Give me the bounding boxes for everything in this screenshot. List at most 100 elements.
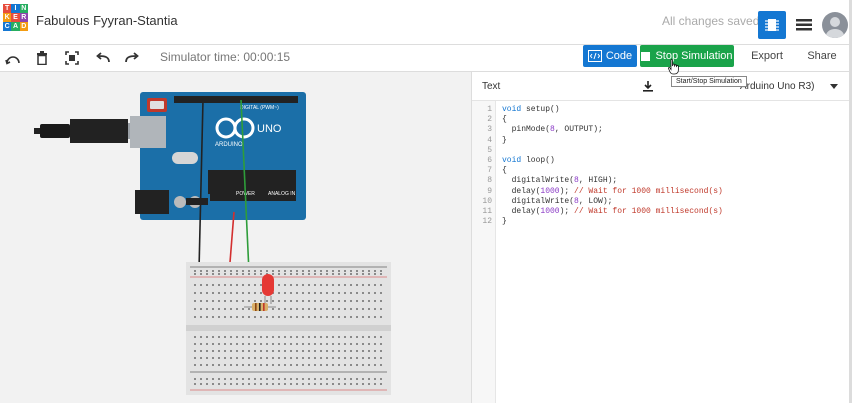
breadboard-hole: [194, 343, 196, 345]
breadboard-hole: [248, 292, 250, 294]
breadboard-hole: [200, 357, 202, 359]
breadboard-hole: [200, 284, 202, 286]
breadboard-hole: [320, 383, 322, 385]
breadboard-hole: [338, 316, 340, 318]
code-button[interactable]: Code: [583, 45, 637, 67]
breadboard-hole: [254, 273, 256, 275]
breadboard-hole: [200, 378, 202, 380]
component-list-button[interactable]: [790, 11, 818, 39]
green-wire[interactable]: [240, 99, 251, 295]
circuit-view-button[interactable]: [758, 11, 786, 39]
code-mode-label[interactable]: Text: [482, 81, 501, 92]
breadboard-hole: [302, 343, 304, 345]
usb-cable[interactable]: [34, 119, 142, 143]
arduino-board[interactable]: DIGITAL (PWM~) UNO ARDUINO POWER ANALOG …: [130, 92, 306, 220]
breadboard-hole: [260, 316, 262, 318]
breadboard-hole: [296, 357, 298, 359]
breadboard-hole: [368, 316, 370, 318]
fit-view-icon[interactable]: [62, 48, 82, 68]
red-led[interactable]: [262, 274, 274, 304]
code-line[interactable]: {: [502, 115, 507, 125]
breadboard-hole: [344, 308, 346, 310]
code-line[interactable]: void setup(): [502, 105, 560, 114]
breadboard-hole: [344, 336, 346, 338]
breadboard-hole: [296, 270, 298, 272]
breadboard-hole: [272, 316, 274, 318]
breadboard-hole: [230, 308, 232, 310]
breadboard-hole: [236, 343, 238, 345]
breadboard-hole: [320, 336, 322, 338]
breadboard-hole: [350, 357, 352, 359]
breadboard-hole: [242, 383, 244, 385]
breadboard-hole: [374, 378, 376, 380]
breadboard-hole: [350, 308, 352, 310]
breadboard-hole: [380, 383, 382, 385]
breadboard-hole: [350, 364, 352, 366]
breadboard-hole: [212, 292, 214, 294]
breadboard-hole: [218, 273, 220, 275]
breadboard-hole: [326, 316, 328, 318]
user-avatar[interactable]: [822, 12, 848, 38]
breadboard[interactable]: [186, 262, 391, 395]
page-scrollbar[interactable]: [849, 0, 852, 403]
black-wire[interactable]: [198, 99, 204, 271]
breadboard-hole: [224, 378, 226, 380]
breadboard-hole: [290, 357, 292, 359]
breadboard-hole: [248, 284, 250, 286]
breadboard-hole: [206, 343, 208, 345]
breadboard-hole: [278, 292, 280, 294]
code-line[interactable]: {: [502, 166, 507, 176]
breadboard-hole: [224, 308, 226, 310]
undo-icon[interactable]: [93, 48, 113, 68]
breadboard-hole: [356, 292, 358, 294]
breadboard-hole: [278, 284, 280, 286]
breadboard-hole: [302, 300, 304, 302]
code-line[interactable]: void loop(): [502, 156, 555, 165]
circuit-canvas[interactable]: DIGITAL (PWM~) UNO ARDUINO POWER ANALOG …: [0, 72, 471, 403]
breadboard-hole: [338, 284, 340, 286]
breadboard-hole: [302, 378, 304, 380]
code-line[interactable]: delay(1000); // Wait for 1000 millisecon…: [502, 186, 723, 196]
breadboard-hole: [224, 383, 226, 385]
breadboard-hole: [206, 284, 208, 286]
code-line[interactable]: }: [502, 217, 507, 227]
export-button[interactable]: Export: [751, 50, 783, 62]
breadboard-hole: [206, 308, 208, 310]
share-button[interactable]: Share: [807, 50, 837, 62]
board-select[interactable]: Arduino Uno R3): [734, 75, 844, 97]
breadboard-hole: [194, 357, 196, 359]
breadboard-hole: [368, 364, 370, 366]
code-line[interactable]: digitalWrite(8, HIGH);: [502, 176, 618, 186]
code-line[interactable]: pinMode(8, OUTPUT);: [502, 125, 603, 135]
logo-letter: R: [19, 13, 28, 22]
breadboard-hole: [278, 364, 280, 366]
breadboard-hole: [332, 378, 334, 380]
breadboard-hole: [332, 383, 334, 385]
breadboard-hole: [248, 357, 250, 359]
trash-icon[interactable]: [32, 48, 52, 68]
rotate-icon[interactable]: [3, 48, 23, 68]
breadboard-hole: [236, 292, 238, 294]
power-header: [186, 198, 208, 205]
breadboard-hole: [284, 383, 286, 385]
save-status: All changes saved: [662, 14, 760, 28]
breadboard-hole: [332, 336, 334, 338]
breadboard-hole: [350, 316, 352, 318]
breadboard-hole: [326, 383, 328, 385]
code-line[interactable]: delay(1000); // Wait for 1000 millisecon…: [502, 207, 723, 216]
code-line[interactable]: }: [502, 135, 507, 145]
redo-icon[interactable]: [122, 48, 142, 68]
code-line[interactable]: digitalWrite(8, LOW);: [502, 196, 613, 206]
stop-simulation-button[interactable]: Stop Simulation: [640, 45, 734, 67]
breadboard-hole: [242, 273, 244, 275]
project-title[interactable]: Fabulous Fyyran-Stantia: [36, 13, 178, 28]
resistor[interactable]: [244, 303, 276, 311]
breadboard-hole: [248, 336, 250, 338]
breadboard-hole: [266, 316, 268, 318]
breadboard-hole: [326, 357, 328, 359]
download-icon[interactable]: [642, 80, 654, 92]
breadboard-hole: [332, 292, 334, 294]
breadboard-hole: [224, 270, 226, 272]
